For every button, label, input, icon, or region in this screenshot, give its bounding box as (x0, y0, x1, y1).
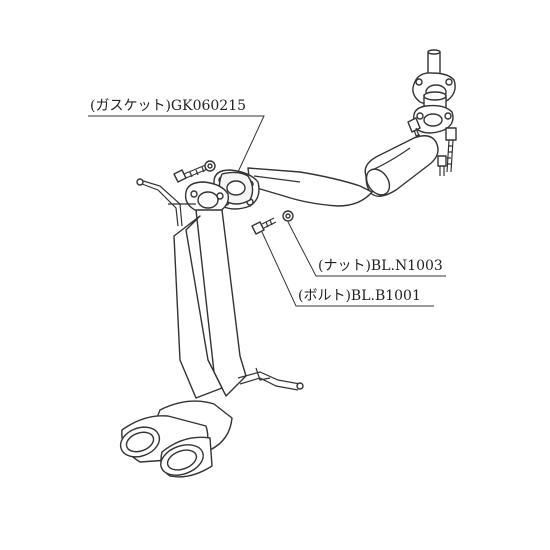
mid-pipe (247, 167, 373, 207)
gasket-label: (ガスケット)GK060215 (90, 98, 246, 114)
tailpipe-flange (184, 181, 229, 215)
bolt-icon (173, 163, 211, 183)
tail-section-pipes (173, 209, 247, 399)
hanger-bracket (237, 367, 304, 391)
callout-bolt: (ボルト)BL.B1001 (261, 231, 434, 307)
nut-icon (282, 210, 294, 222)
bolt-icon (437, 155, 447, 176)
muffler-icon (364, 135, 439, 197)
inlet-flange (413, 104, 454, 134)
bolt-label: (ボルト)BL.B1001 (298, 288, 421, 304)
nut-label: (ナット)BL.N1003 (318, 258, 443, 274)
tailpipe-icon (119, 400, 233, 478)
nut-icon (204, 160, 216, 172)
hanger-bracket (136, 178, 196, 227)
callout-nut: (ナット)BL.N1003 (287, 221, 446, 277)
bolt-icon (251, 217, 277, 235)
bolt-icon (445, 127, 457, 173)
callout-gasket: (ガスケット)GK060215 (88, 98, 265, 173)
